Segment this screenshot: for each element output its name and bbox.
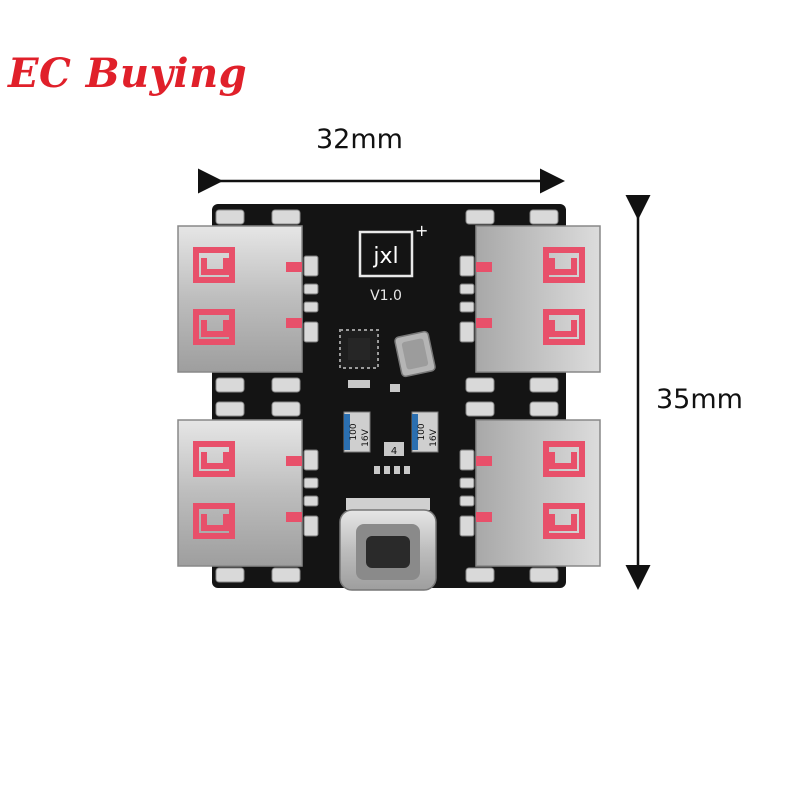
capacitor-left: 100 16V bbox=[343, 411, 371, 453]
usb-port-bottom-right bbox=[475, 419, 601, 567]
usb-c-connector bbox=[339, 498, 437, 591]
hub-controller-chip bbox=[339, 329, 379, 369]
port-pin-pads bbox=[303, 255, 475, 537]
smd-resistors bbox=[348, 380, 400, 392]
logo-superscript: + bbox=[415, 221, 428, 240]
small-marked-component: 4 bbox=[384, 442, 404, 457]
height-dimension-label: 35mm bbox=[656, 384, 743, 415]
capacitor-right-value: 100 bbox=[417, 423, 427, 440]
edge-solder-pads bbox=[215, 209, 559, 583]
capacitor-left-voltage: 16V bbox=[361, 428, 371, 446]
logo-text: jxl bbox=[372, 244, 398, 269]
usb-port-top-right bbox=[475, 225, 601, 373]
small-pads-row bbox=[374, 466, 410, 474]
board-logo: jxl + bbox=[358, 221, 428, 278]
capacitor-right: 100 16V bbox=[411, 411, 439, 453]
width-dimension-label: 32mm bbox=[316, 124, 403, 155]
crystal-oscillator bbox=[394, 330, 436, 378]
brand-logo-text: EC Buying bbox=[8, 50, 248, 97]
svg-text:4: 4 bbox=[391, 446, 397, 457]
capacitor-left-value: 100 bbox=[349, 423, 359, 440]
version-label: V1.0 bbox=[370, 288, 402, 304]
capacitor-right-voltage: 16V bbox=[429, 428, 439, 446]
usb-port-top-left bbox=[177, 225, 303, 373]
usb-port-bottom-left bbox=[177, 419, 303, 567]
